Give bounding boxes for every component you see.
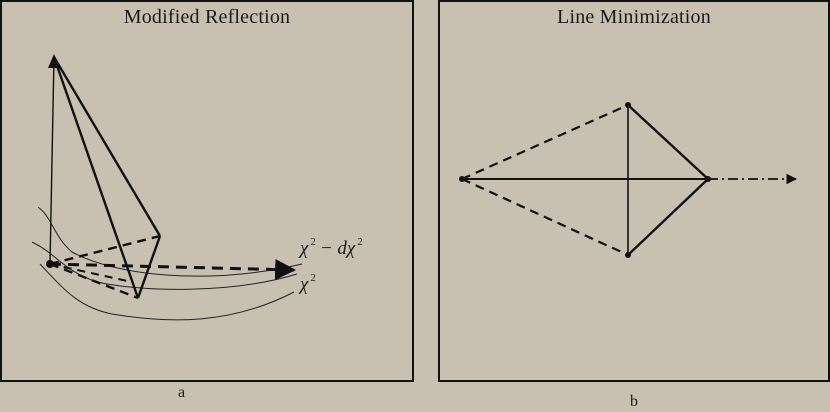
vertex-right <box>705 176 711 182</box>
contour-curve-upper <box>37 206 303 277</box>
vertex-left <box>459 176 465 182</box>
line-minimization-diagram <box>459 102 798 258</box>
panel-modified-reflection: Modified Reflection <box>0 0 414 382</box>
panel-title-modified-reflection: Modified Reflection <box>123 6 291 28</box>
dashed-edge-left-to-bottom <box>461 177 629 257</box>
simplex-base-vertex <box>46 260 54 268</box>
simplex-edge-apex-to-bottom <box>52 56 140 299</box>
panel-line-minimization: Line Minimization <box>438 0 830 382</box>
solid-edge-top-to-right <box>627 104 709 180</box>
panel-title-line-minimization: Line Minimization <box>557 6 711 28</box>
simplex-edge-apex-to-right <box>52 56 162 237</box>
dashed-edge-left-to-top <box>461 103 629 181</box>
apex-arrowhead <box>48 54 60 68</box>
reflection-arrow <box>49 259 297 281</box>
contour-curve-middle <box>31 241 298 290</box>
simplex-edge-apex-to-base <box>49 56 55 265</box>
contour-curve-lower <box>39 263 295 321</box>
dashed-edge-base-to-bottom <box>49 262 139 300</box>
solid-edge-bottom-to-right <box>627 178 709 256</box>
caption-b: b <box>630 393 638 410</box>
vertex-bottom <box>625 252 631 258</box>
caption-a: a <box>178 384 186 401</box>
dashed-edge-base-to-right <box>49 234 161 266</box>
vertex-top <box>625 102 631 108</box>
